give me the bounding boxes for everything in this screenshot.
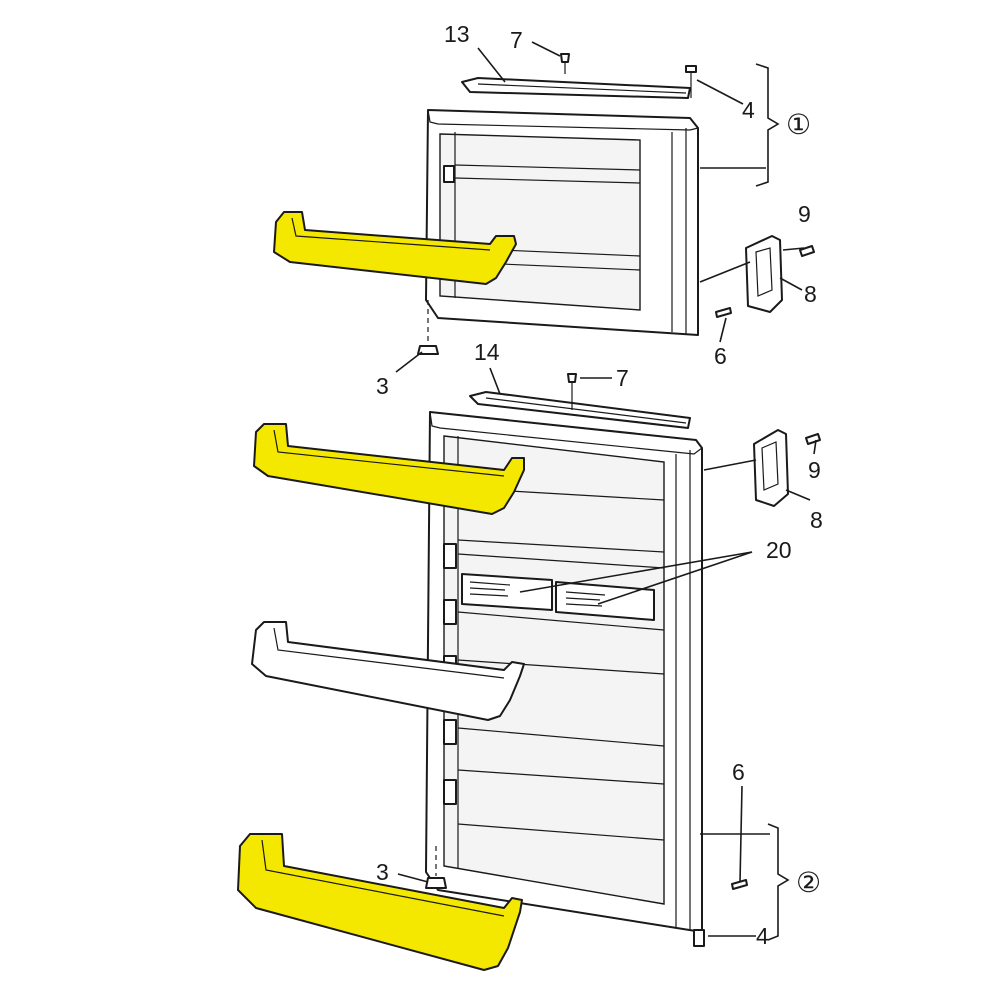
upper-door-inner-panel bbox=[439, 133, 641, 311]
callout-6-upper: 6 bbox=[714, 343, 727, 369]
upper-door-pin[interactable] bbox=[715, 307, 732, 318]
lower-door-handle[interactable] bbox=[753, 429, 789, 507]
callout-assembly-1: ① bbox=[786, 109, 811, 140]
lower-door-bin-top[interactable] bbox=[253, 423, 525, 515]
callout-8-upper: 8 bbox=[804, 281, 817, 307]
upper-door-top-screw[interactable] bbox=[560, 53, 570, 63]
lower-door-pin[interactable] bbox=[731, 879, 748, 890]
callout-assembly-2: ② bbox=[796, 867, 821, 898]
leader-lines bbox=[395, 41, 817, 941]
lower-door-label-plate-left bbox=[461, 573, 553, 611]
callout-20: 20 bbox=[766, 537, 792, 563]
callouts: 13 7 4 ① 9 8 6 3 14 7 9 8 20 6 ② 4 3 bbox=[376, 21, 823, 949]
callout-3-lower: 3 bbox=[376, 859, 389, 885]
callout-9-lower: 9 bbox=[808, 457, 821, 483]
lower-door-hinge-pin[interactable] bbox=[693, 929, 705, 947]
callout-6-lower: 6 bbox=[732, 759, 745, 785]
lower-door-top-screw[interactable] bbox=[567, 373, 577, 383]
callout-4-lower: 4 bbox=[756, 923, 769, 949]
callout-8-lower: 8 bbox=[810, 507, 823, 533]
lower-door-bin-bottom[interactable] bbox=[237, 833, 523, 971]
callout-4-upper: 4 bbox=[742, 97, 755, 123]
lower-door-bin-middle[interactable] bbox=[251, 621, 525, 721]
upper-door-handle[interactable] bbox=[745, 235, 783, 313]
callout-14: 14 bbox=[474, 339, 500, 365]
callout-7-upper: 7 bbox=[510, 27, 523, 53]
lower-door-bushing[interactable] bbox=[425, 877, 447, 889]
callout-13: 13 bbox=[444, 21, 470, 47]
lower-door-handle-screw[interactable] bbox=[805, 433, 821, 445]
callout-7-lower: 7 bbox=[616, 365, 629, 391]
upper-door-bin[interactable] bbox=[273, 211, 517, 285]
lower-door bbox=[425, 373, 821, 947]
upper-door-bushing[interactable] bbox=[417, 345, 439, 355]
upper-door-hinge-pin[interactable] bbox=[685, 65, 697, 73]
callout-9-upper: 9 bbox=[798, 201, 811, 227]
upper-door-handle-screw[interactable] bbox=[799, 245, 815, 257]
callout-3-upper: 3 bbox=[376, 373, 389, 399]
